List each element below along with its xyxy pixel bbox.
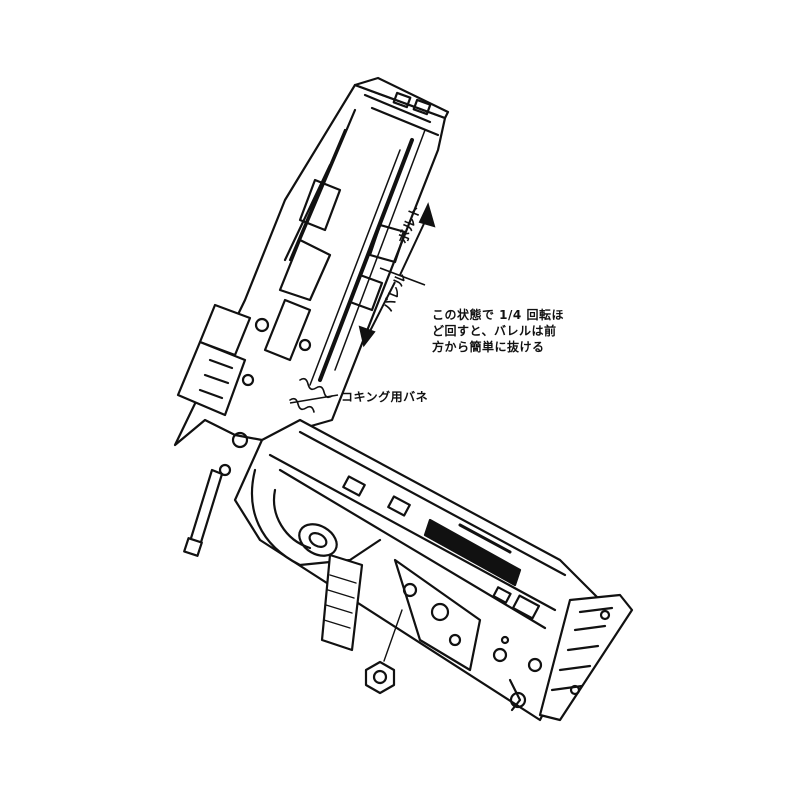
butt-plate (538, 593, 634, 722)
spring-leader-line (289, 394, 339, 404)
sling-swivel (508, 678, 527, 712)
arrow-divider-line (379, 267, 426, 286)
upper-receiver (173, 76, 450, 477)
trigger-guard (250, 468, 382, 567)
lower-receiver (233, 418, 602, 722)
rotation-note-line-2: ど回すと、バレルは前 (432, 324, 557, 339)
bolt-arrow (399, 202, 436, 276)
rotation-note: この状態で 1/4 回転ほ ど回すと、バレルは前 方から簡単に抜ける (432, 307, 564, 356)
pistol-grip (320, 553, 364, 652)
rotation-note-line-1: この状態で 1/4 回転ほ (432, 308, 564, 322)
barrel-arrow (358, 281, 396, 348)
detached-nut (364, 609, 403, 695)
charging-rod (183, 468, 224, 557)
rotation-note-line-3: 方から簡単に抜ける (432, 340, 545, 355)
cocking-spring-label: コキング用バネ (341, 390, 429, 404)
